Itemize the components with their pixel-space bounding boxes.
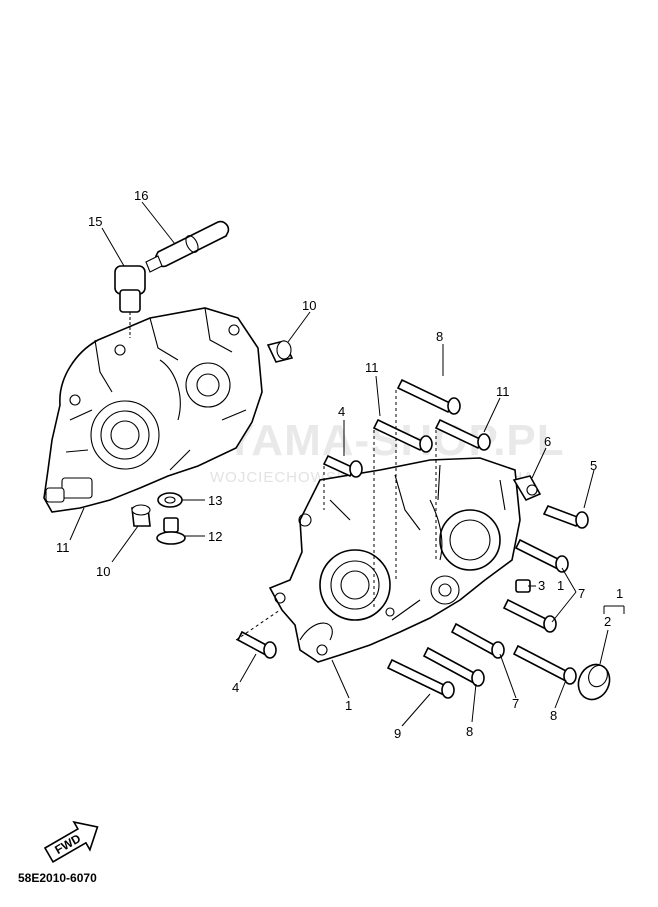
callout-8-lower: 8 xyxy=(466,724,473,739)
watermark-text: YAMA-SHOP.PL xyxy=(225,416,565,465)
part-14-washer xyxy=(157,492,183,508)
callout-4-upper: 4 xyxy=(338,404,345,419)
right-crankcase xyxy=(268,457,521,663)
callout-1-bracket: 1 xyxy=(616,586,623,601)
part-6-fitting xyxy=(512,475,542,502)
callout-3: 3 xyxy=(538,578,545,593)
forward-direction-arrow: FWD xyxy=(43,820,99,863)
part-13-drain-plug xyxy=(156,517,186,545)
callout-7-right: 7 xyxy=(578,586,585,601)
leader-lines xyxy=(69,201,625,727)
callout-2: 2 xyxy=(604,614,611,629)
callout-8-right: 8 xyxy=(550,708,557,723)
callout-15: 15 xyxy=(88,214,102,229)
callout-6: 6 xyxy=(544,434,551,449)
callout-5: 5 xyxy=(590,458,597,473)
part-3-nut xyxy=(515,579,531,593)
part-15-cap xyxy=(114,265,146,313)
left-crankcase xyxy=(43,307,263,513)
callout-3-sub-1: 1 xyxy=(557,578,564,593)
callout-labels: 16 15 10 13 12 10 11 8 11 11 4 6 5 3 1 7… xyxy=(56,188,623,741)
part-10-dowel-upper xyxy=(266,340,294,363)
part-2-cap xyxy=(577,663,611,701)
callout-8-upper: 8 xyxy=(436,329,443,344)
callout-10-upper: 10 xyxy=(302,298,316,313)
callout-9: 9 xyxy=(394,726,401,741)
part-10-dowel-lower xyxy=(131,504,151,527)
callout-14: 13 xyxy=(208,493,222,508)
callout-4-lower: 4 xyxy=(232,680,239,695)
diagram-reference-code: 58E2010-6070 xyxy=(18,871,97,885)
callout-16: 16 xyxy=(134,188,148,203)
callout-13: 12 xyxy=(208,529,222,544)
bolts xyxy=(236,378,589,699)
callout-10-lower: 10 xyxy=(96,564,110,579)
callout-11-right: 11 xyxy=(496,384,510,399)
callout-1: 1 xyxy=(345,698,352,713)
callout-7-lower: 7 xyxy=(512,696,519,711)
callout-11-left: 11 xyxy=(365,360,379,375)
part-16-pin xyxy=(145,220,230,273)
callout-12: 11 xyxy=(56,540,70,555)
